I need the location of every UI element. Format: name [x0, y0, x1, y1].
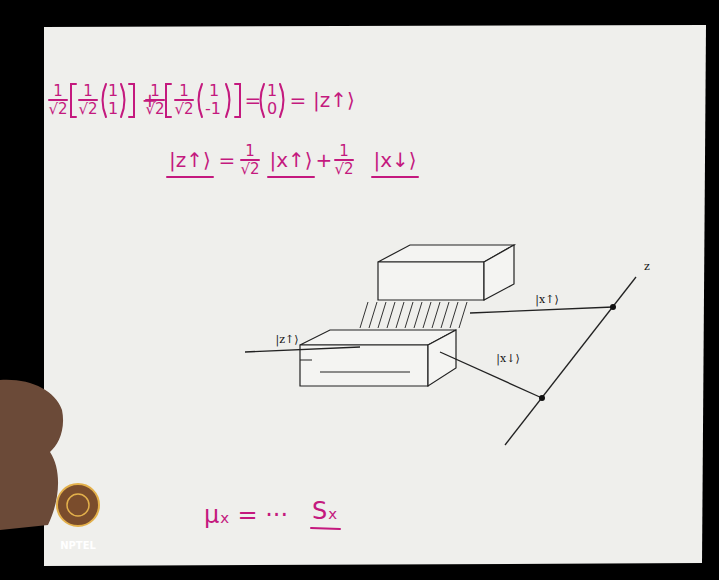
equation-term: √2 — [334, 162, 353, 177]
beam-paths — [245, 277, 636, 445]
equation-term: 1 — [53, 84, 63, 99]
vector-entry: 1 — [108, 101, 118, 117]
equation-term: + — [316, 150, 333, 170]
equation-term: √2 — [145, 102, 164, 117]
board — [44, 25, 706, 566]
vector-entry: 1 — [209, 83, 219, 99]
beam-label: |x↓⟩ — [496, 353, 519, 364]
ket: |z↑⟩ — [313, 90, 355, 110]
beam-label: |z↑⟩ — [275, 334, 298, 345]
equation-term: Sₓ — [312, 499, 338, 523]
equation-term: √2 — [240, 162, 259, 177]
screen-spot — [539, 395, 545, 401]
equation-term: = — [219, 150, 236, 170]
logo-emblem — [67, 494, 89, 516]
equation-term: μₓ = ··· — [204, 503, 288, 527]
vector-entry: 1 — [267, 83, 277, 99]
equation-term: 1 — [245, 144, 255, 159]
ket: |z↑⟩ — [169, 150, 211, 170]
equation-term: 1 — [339, 144, 349, 159]
equation-term: √2 — [78, 102, 97, 117]
logo-emblem — [57, 484, 99, 526]
vector-entry: 1 — [108, 83, 118, 99]
handwriting-strokes — [49, 84, 418, 529]
equation-term: = — [290, 90, 307, 110]
equation-term: √2 — [48, 102, 67, 117]
ket: |x↓⟩ — [373, 150, 416, 170]
equation-term: 1 — [179, 84, 189, 99]
screen-spot — [610, 304, 616, 310]
axis-label: z — [644, 261, 650, 272]
equation-term: = — [245, 90, 262, 110]
vector-entry: 0 — [267, 101, 277, 117]
watermark: NPTEL — [60, 541, 96, 551]
vector-entry: -1 — [205, 101, 221, 117]
equation-term: √2 — [174, 102, 193, 117]
stern-gerlach-magnets — [300, 245, 514, 386]
hand — [0, 380, 63, 530]
equation-term: 1 — [83, 84, 93, 99]
ket: |x↑⟩ — [269, 150, 312, 170]
beam-label: |x↑⟩ — [535, 294, 558, 305]
equation-term: 1 — [150, 84, 160, 99]
field-hatching — [360, 302, 467, 328]
